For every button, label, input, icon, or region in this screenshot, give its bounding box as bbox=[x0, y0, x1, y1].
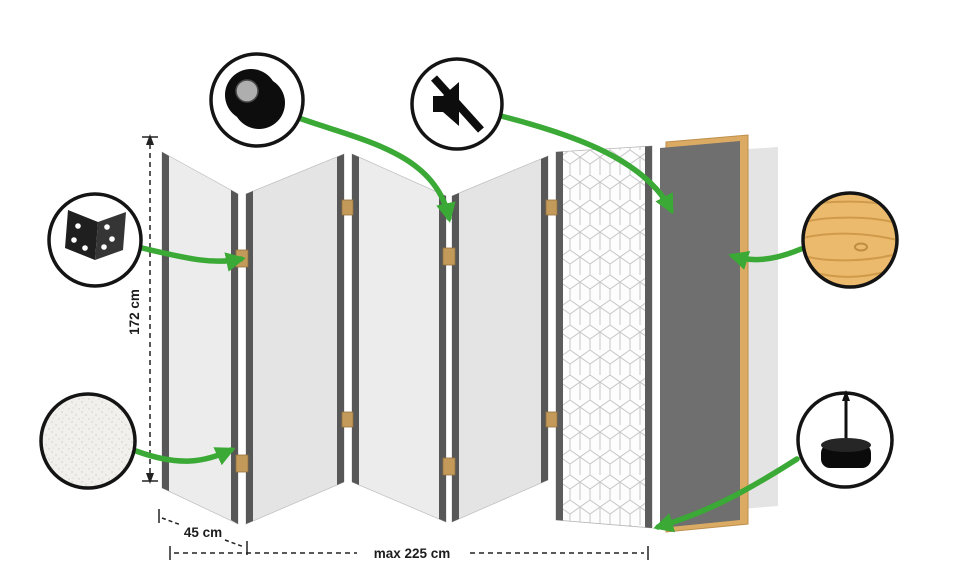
height-measurement: 172 cm bbox=[127, 134, 158, 484]
fabric-texture-icon bbox=[39, 392, 137, 490]
panel-2 bbox=[245, 153, 345, 525]
panel-edge bbox=[337, 154, 344, 485]
panel-edge bbox=[352, 154, 359, 485]
callout-hinge bbox=[47, 192, 143, 288]
total-width-label: max 225 cm bbox=[374, 546, 451, 561]
hinge bbox=[341, 199, 354, 216]
panel-width-measurement: 45 cm bbox=[158, 509, 248, 555]
arrow-fabric-to-panel bbox=[133, 447, 236, 466]
callout-tape bbox=[209, 52, 305, 148]
panel-edge bbox=[162, 152, 169, 491]
hinge bbox=[235, 454, 249, 473]
hinge bbox=[341, 411, 354, 428]
panel-edge bbox=[439, 193, 446, 522]
wood-grain bbox=[805, 200, 895, 278]
wood-texture-icon bbox=[801, 191, 899, 289]
core-panel bbox=[660, 141, 740, 528]
height-label: 172 cm bbox=[127, 289, 142, 335]
hinge bbox=[545, 199, 558, 216]
callout-arrows bbox=[133, 113, 804, 533]
panel-edge bbox=[231, 190, 238, 524]
hinge bbox=[545, 411, 558, 428]
panel-edge bbox=[556, 151, 563, 521]
total-width-measurement: max 225 cm bbox=[169, 546, 649, 561]
panel-3 bbox=[351, 153, 447, 523]
callout-foot bbox=[796, 390, 894, 489]
arrow-hinge-to-fold bbox=[139, 245, 246, 272]
stand-pin-icon bbox=[821, 390, 871, 468]
panel-width-label: 45 cm bbox=[184, 525, 222, 540]
tape-roll-icon bbox=[225, 69, 285, 129]
callout-wood bbox=[801, 191, 899, 289]
room-divider bbox=[161, 134, 778, 533]
panel-4 bbox=[451, 155, 549, 523]
callout-mute bbox=[410, 57, 504, 151]
hinge bbox=[442, 457, 456, 476]
panel-edge bbox=[452, 193, 459, 522]
arrow-tape-to-hinge bbox=[296, 115, 456, 223]
arrow-mute-to-core bbox=[498, 113, 674, 215]
mute-speaker-icon bbox=[431, 75, 484, 133]
panel-1 bbox=[161, 151, 239, 525]
hinge bbox=[442, 247, 456, 266]
arrow-wood-to-frame bbox=[728, 246, 804, 270]
panel-edge bbox=[246, 191, 253, 524]
arrow-foot-to-base bbox=[653, 456, 800, 533]
patterned-panel bbox=[555, 145, 653, 529]
panel-edge bbox=[645, 146, 652, 528]
panel-edge bbox=[541, 156, 548, 483]
callout-fabric bbox=[39, 392, 137, 490]
hinge-icon bbox=[65, 210, 126, 260]
